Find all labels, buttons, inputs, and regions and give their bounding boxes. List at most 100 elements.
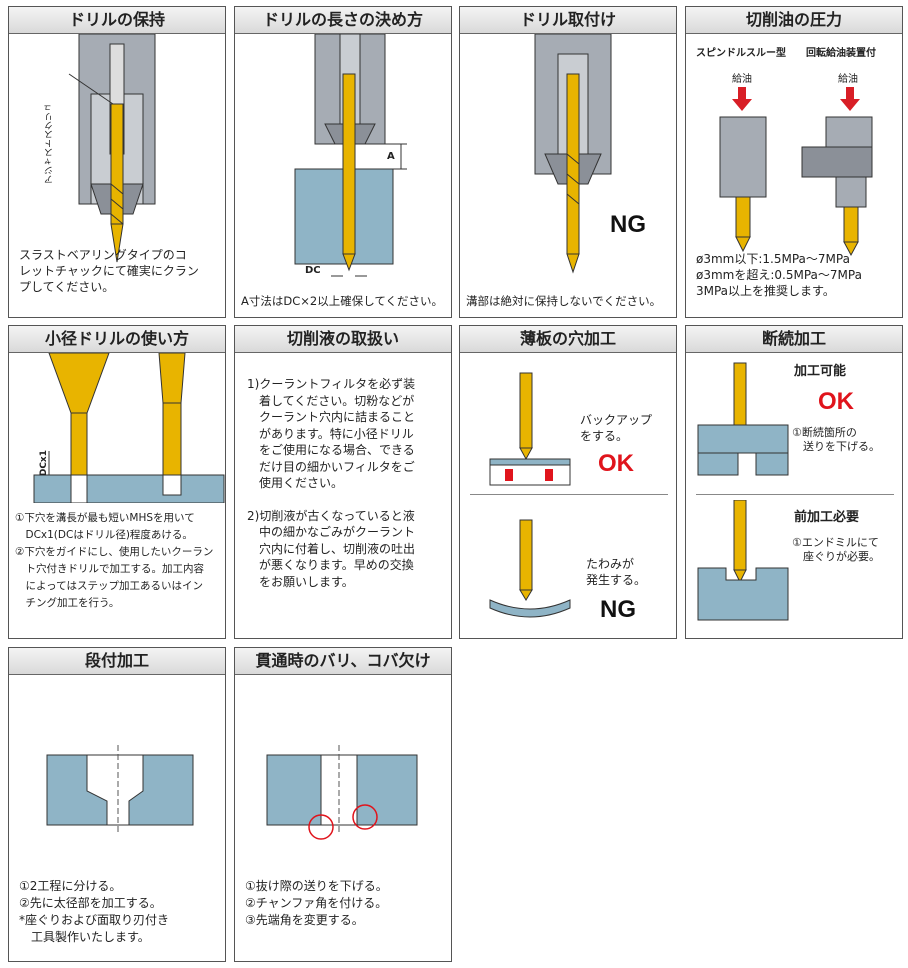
text-line: スラストベアリングタイプのコ xyxy=(19,248,187,262)
thin-plate-ng-illustration xyxy=(489,519,571,618)
coolant-illustration xyxy=(719,87,873,257)
step-machining-illustration xyxy=(46,745,194,835)
text-line: *座ぐりおよび面取り刃付き xyxy=(19,913,170,927)
text-line: ②チャンファ角を付ける。 xyxy=(245,896,388,910)
drill-mounting-illustration xyxy=(534,34,612,274)
text-line: ①エンドミルにて xyxy=(792,536,879,549)
label-rotary-oiler: 回転給油装置付 xyxy=(806,48,876,59)
drill-holder-illustration xyxy=(68,34,156,263)
text-line: 座ぐりが必要。 xyxy=(792,550,880,563)
top-note: バックアップ をする。 xyxy=(580,412,652,444)
bottom-heading: 前加工必要 xyxy=(794,510,860,525)
arrow-down-icon xyxy=(840,87,860,111)
text-line: チング加工を行う。 xyxy=(15,597,120,609)
panel-caption: A寸法はDC×2以上確保してください。 xyxy=(241,294,444,308)
oil-label-right: 給油 xyxy=(838,74,858,85)
panel-thin-plate: 薄板の穴加工 バックアップ をする。 OK たわみが 発生する。 NG xyxy=(459,325,677,639)
panel-burr-chipping: 貫通時のバリ、コバ欠け ①抜け際の送りを下げる。 ②チャンファ角を付ける。 ③先… xyxy=(234,647,452,962)
panel-interrupted-cut: 断続加工 加工可能 OK ①断続箇所の 送りを下げる。 前加工必要 ①エンドミル… xyxy=(685,325,903,639)
top-heading: 加工可能 xyxy=(794,364,847,379)
verdict-ng: NG xyxy=(600,596,636,623)
dim-label: DCx1 xyxy=(39,450,49,477)
text-line: ①抜け際の送りを下げる。 xyxy=(245,879,388,893)
oil-label-left: 給油 xyxy=(732,74,752,85)
text-line: をする。 xyxy=(580,429,629,443)
text-line: ①下穴を溝長が最も短いMHSを用いて xyxy=(15,512,195,524)
chipping-circle-icon xyxy=(352,804,378,830)
text-line: バックアップ xyxy=(580,413,653,427)
text-line: ø3mmを超え:0.5MPa～7MPa xyxy=(696,268,862,282)
text-line: が悪くなります。早めの交換 xyxy=(247,558,414,572)
text-line: レットチャックにて確実にクラン xyxy=(19,264,199,278)
text-line: ②先に太径部を加工する。 xyxy=(19,896,162,910)
panel-title: ドリルの保持 xyxy=(9,7,225,34)
text-line: だけ目の細かいフィルタをご xyxy=(247,459,415,474)
thin-plate-ok-illustration xyxy=(489,372,571,486)
text-line: 3MPa以上を推奨します。 xyxy=(696,284,835,298)
bottom-note: たわみが 発生する。 xyxy=(586,556,646,588)
panel-drill-mounting: ドリル取付け NG 溝部は絶対に保持しないでください。 xyxy=(459,6,677,318)
panel-title: 薄板の穴加工 xyxy=(460,326,676,353)
panel-step-machining: 段付加工 ①2工程に分ける。 ②先に太径部を加工する。 *座ぐりおよび面取り刃付… xyxy=(8,647,226,962)
text-line: によってはステップ加工あるいはイン xyxy=(15,580,203,592)
side-label: アジャストスクリュ xyxy=(45,103,55,184)
panel-title: 断続加工 xyxy=(686,326,902,353)
text-line: 1)クーラントフィルタを必ず装 xyxy=(247,377,416,391)
panel-text: ①下穴を溝長が最も短いMHSを用いて DCx1(DCはドリル径)程度あける。 ②… xyxy=(15,510,225,612)
text-line: ø3mm以下:1.5MPa～7MPa xyxy=(696,252,850,266)
panel-small-drill-usage: 小径ドリルの使い方 DCx1 ①下穴を溝長が最も短いMHSを用いて DCx1(D… xyxy=(8,325,226,639)
top-note: ①断続箇所の 送りを下げる。 xyxy=(792,426,880,454)
panel-coolant-pressure: 切削油の圧力 スピンドルスルー型 回転給油装置付 給油 給油 ø3mm以下:1.… xyxy=(685,6,903,318)
text-line: クーラント穴内に詰まること xyxy=(247,410,416,424)
panel-title: 段付加工 xyxy=(9,648,225,675)
interrupted-ok-illustration xyxy=(697,362,789,476)
text-line: ①断続箇所の xyxy=(792,426,857,439)
verdict-ng: NG xyxy=(610,211,646,238)
label-a: A xyxy=(387,151,395,162)
text-line: 送りを下げる。 xyxy=(792,440,880,453)
panel-text: ①抜け際の送りを下げる。 ②チャンファ角を付ける。 ③先端角を変更する。 xyxy=(245,878,388,929)
text-line: ③先端角を変更する。 xyxy=(245,913,364,927)
divider xyxy=(470,494,668,495)
burr-illustration xyxy=(266,745,418,840)
panel-drill-length: ドリルの長さの決め方 A DC A寸法はDC×2以上確保してください。 xyxy=(234,6,452,318)
text-line: をご使用になる場合、できる xyxy=(247,443,415,457)
text-line: があります。特に小径ドリル xyxy=(247,426,414,441)
panel-caption: 溝部は絶対に保持しないでください。 xyxy=(466,294,662,308)
verdict-ok: OK xyxy=(598,450,634,477)
panel-text: ①2工程に分ける。 ②先に太径部を加工する。 *座ぐりおよび面取り刃付き 工具製… xyxy=(19,878,169,946)
drill-length-illustration xyxy=(294,34,407,277)
panel-cutting-fluid: 切削液の取扱い 1)クーラントフィルタを必ず装 着してください。切粉などが クー… xyxy=(234,325,452,639)
text-line: プしてください。 xyxy=(19,280,115,294)
panel-title: 切削油の圧力 xyxy=(686,7,902,34)
burr-circle-icon xyxy=(308,814,334,840)
text-line: 2)切削液が古くなっていると液 xyxy=(247,508,415,523)
text-line: たわみが xyxy=(586,557,635,571)
text-line: ト穴付きドリルで加工する。加工内容 xyxy=(15,563,204,575)
text-line xyxy=(247,492,451,508)
bottom-note: ①エンドミルにて 座ぐりが必要。 xyxy=(792,536,880,564)
text-line: 使用ください。 xyxy=(247,476,344,490)
text-line: 中の細かなごみがクーラント xyxy=(247,525,416,539)
panel-title: ドリル取付け xyxy=(460,7,676,34)
panel-text: 1)クーラントフィルタを必ず装 着してください。切粉などが クーラント穴内に詰ま… xyxy=(247,376,451,590)
divider xyxy=(696,494,894,495)
label-spindle-through: スピンドルスルー型 xyxy=(696,48,786,59)
text-line: 穴内に付着し、切削液の吐出 xyxy=(247,541,416,556)
arrow-down-icon xyxy=(732,87,752,111)
panel-title: 切削液の取扱い xyxy=(235,326,451,353)
panel-text: ø3mm以下:1.5MPa～7MPa ø3mmを超え:0.5MPa～7MPa 3… xyxy=(696,251,862,299)
panel-title: 小径ドリルの使い方 xyxy=(9,326,225,353)
panel-title: 貫通時のバリ、コバ欠け xyxy=(235,648,451,675)
label-dc: DC xyxy=(305,265,321,276)
text-line: DCx1(DCはドリル径)程度あける。 xyxy=(15,529,193,541)
text-line: 着してください。切粉などが xyxy=(247,393,415,408)
text-line: ①2工程に分ける。 xyxy=(19,879,122,893)
panel-text: スラストベアリングタイプのコ レットチャックにて確実にクラン プしてください。 xyxy=(19,247,219,295)
verdict-ok: OK xyxy=(818,388,854,415)
small-drill-illustration xyxy=(33,353,225,503)
text-line: をお願いします。 xyxy=(247,574,354,589)
panel-title: ドリルの長さの決め方 xyxy=(235,7,451,34)
panel-drill-holding: ドリルの保持 アジャストスクリュ スラストベアリングタイプのコ レットチャックに… xyxy=(8,6,226,318)
interrupted-pre-machining-illustration xyxy=(697,500,789,621)
